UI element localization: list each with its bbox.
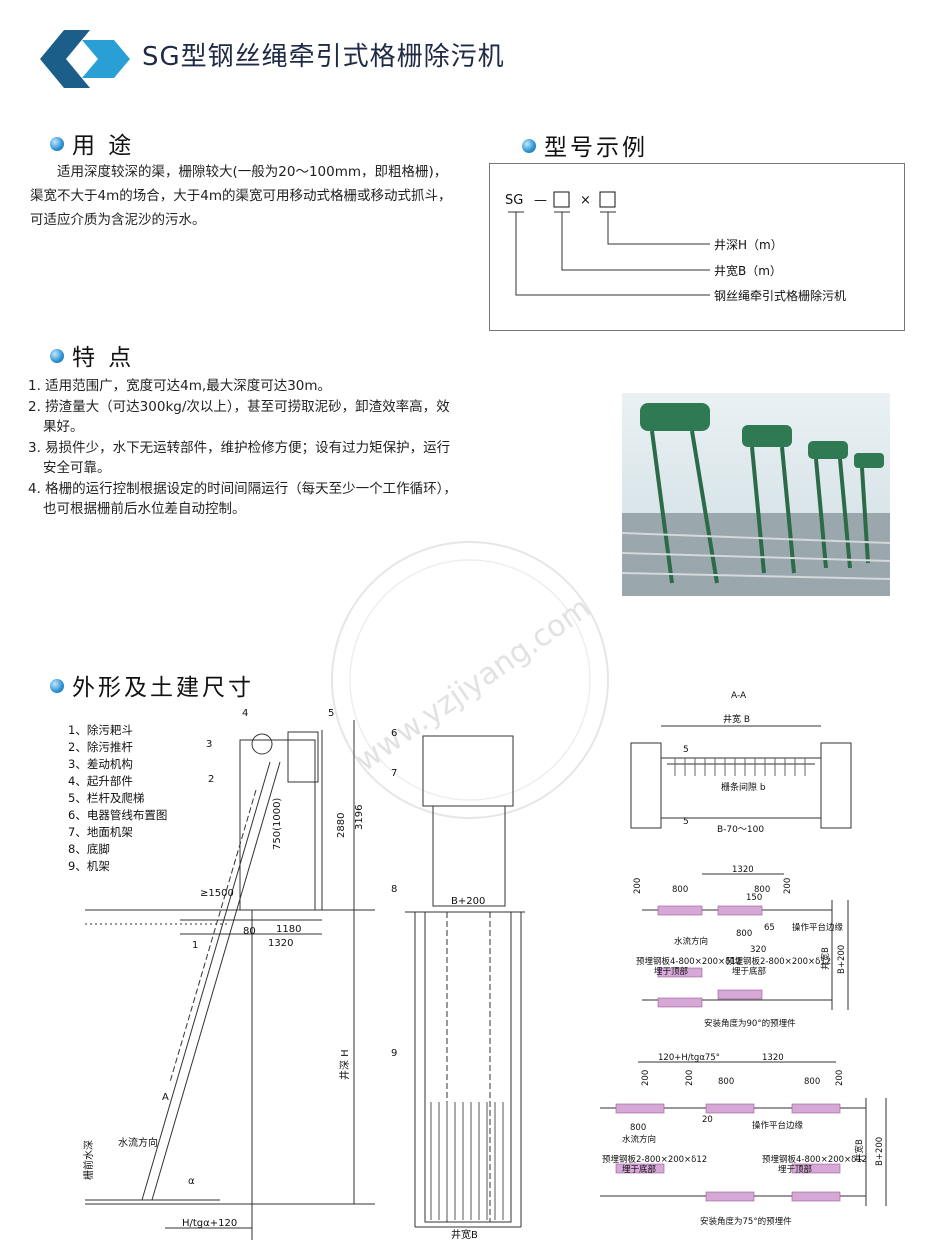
- svg-text:1320: 1320: [268, 938, 293, 949]
- bullet-icon: [50, 348, 64, 363]
- feature-item: 4. 格栅的运行控制根据设定的时间间隔运行（每天至少一个工作循环），也可根据栅前…: [28, 481, 457, 517]
- svg-text:预埋钢板2-800×200×δ12: 预埋钢板2-800×200×δ12: [726, 956, 831, 967]
- svg-text:安装角度为90°的预埋件: 安装角度为90°的预埋件: [704, 1018, 796, 1029]
- svg-text:80: 80: [243, 926, 256, 937]
- label-width: 井宽B（m）: [714, 263, 782, 278]
- svg-text:200: 200: [685, 1070, 695, 1086]
- features-heading: 特 点: [50, 338, 134, 372]
- svg-text:操作平台边缘: 操作平台边缘: [752, 1120, 804, 1131]
- svg-text:B-70～100: B-70～100: [717, 825, 764, 835]
- label-depth: 井深H（m）: [714, 238, 783, 252]
- svg-text:1: 1: [192, 940, 198, 951]
- usage-heading: 用 途: [50, 126, 134, 160]
- features-list: 1. 适用范围广，宽度可达4m,最大深度可达30m。 2. 捞渣量大（可达300…: [28, 376, 462, 520]
- svg-text:6: 6: [391, 728, 397, 739]
- svg-text:1320: 1320: [732, 865, 754, 875]
- svg-text:A: A: [162, 1092, 169, 1103]
- svg-text:埋于底部: 埋于底部: [622, 1164, 657, 1175]
- plan-75-drawing: 120+H/tgα75° 1320 200 200 800 800 200 80…: [600, 1053, 887, 1227]
- svg-text:800: 800: [736, 929, 752, 939]
- svg-text:800: 800: [754, 885, 770, 895]
- svg-text:A-A: A-A: [731, 691, 747, 701]
- svg-text:水流方向: 水流方向: [118, 1136, 158, 1149]
- svg-text:井宽B: 井宽B: [451, 1228, 478, 1241]
- svg-text:800: 800: [804, 1077, 820, 1087]
- svg-text:水流方向: 水流方向: [622, 1134, 656, 1145]
- svg-text:800: 800: [718, 1077, 734, 1087]
- svg-text:200: 200: [633, 878, 643, 894]
- svg-text:2880: 2880: [336, 813, 347, 838]
- svg-text:5: 5: [683, 745, 689, 755]
- product-photo: [622, 393, 890, 596]
- svg-text:5: 5: [683, 817, 689, 827]
- svg-text:20: 20: [702, 1115, 713, 1125]
- svg-text:320: 320: [750, 945, 766, 955]
- svg-text:×: ×: [580, 193, 591, 208]
- feature-item: 2. 捞渣量大（可达300kg/次以上），甚至可捞取泥砂，卸渣效率高，效果好。: [28, 399, 450, 435]
- svg-text:200: 200: [783, 878, 793, 894]
- model-code: SG: [505, 193, 523, 208]
- parts-legend: 1、除污耙斗 2、除污推杆 3、差动机构 4、起升部件 5、栏杆及爬梯 6、电器…: [68, 723, 168, 873]
- dimensions-heading: 外形及土建尺寸: [50, 668, 254, 702]
- svg-text:≥1500: ≥1500: [200, 888, 234, 899]
- bullet-icon: [50, 136, 64, 151]
- bullet-icon: [522, 138, 536, 153]
- front-elevation-drawing: 6 7 8 9 B+200 井宽B: [391, 728, 525, 1241]
- svg-text:埋于顶部: 埋于顶部: [778, 1164, 813, 1175]
- svg-text:栅条间隙 b: 栅条间隙 b: [721, 781, 766, 793]
- svg-text:井深 H: 井深 H: [338, 1049, 351, 1080]
- watermark: www.yzjiyang.com: [331, 541, 609, 819]
- svg-text:4: 4: [242, 708, 248, 719]
- model-example-box: SG — × 井深H（m） 井宽B（m） 钢丝绳牵引式格栅除污机: [489, 163, 905, 331]
- svg-text:埋于顶部: 埋于顶部: [654, 966, 689, 977]
- svg-text:120+H/tgα75°: 120+H/tgα75°: [658, 1053, 720, 1063]
- svg-text:7: 7: [391, 768, 397, 779]
- svg-text:800: 800: [630, 1123, 646, 1133]
- side-elevation-drawing: 1 2 3 4 5 ≥1500 750(1000) 2880 3196 80 1…: [82, 708, 375, 1240]
- svg-text:栅前水深: 栅前水深: [82, 1140, 95, 1180]
- svg-text:—: —: [534, 193, 547, 208]
- page-title: SG型钢丝绳牵引式格栅除污机: [142, 42, 505, 72]
- feature-item: 1. 适用范围广，宽度可达4m,最大深度可达30m。: [28, 378, 332, 394]
- svg-text:65: 65: [764, 923, 775, 933]
- svg-text:5: 5: [328, 708, 334, 719]
- svg-text:B+200: B+200: [451, 896, 485, 907]
- svg-text:200: 200: [835, 1070, 845, 1086]
- logo-icon: [40, 30, 130, 88]
- svg-text:预埋钢板2-800×200×δ12: 预埋钢板2-800×200×δ12: [602, 1154, 707, 1165]
- svg-text:预埋钢板4-800×200×δ12: 预埋钢板4-800×200×δ12: [636, 956, 741, 967]
- svg-text:800: 800: [672, 885, 688, 895]
- svg-text:3: 3: [206, 739, 212, 750]
- svg-text:H/tgα+120: H/tgα+120: [182, 1218, 237, 1229]
- model-heading: 型号示例: [522, 128, 648, 162]
- svg-text:α: α: [188, 1176, 195, 1187]
- svg-text:井宽 B: 井宽 B: [723, 713, 750, 725]
- usage-text: 适用深度较深的渠，栅隙较大(一般为20～100mm，即粗格栅)，渠宽不大于4m的…: [30, 164, 452, 228]
- svg-text:预埋钢板4-800×200×δ12: 预埋钢板4-800×200×δ12: [762, 1154, 867, 1165]
- svg-text:埋于底部: 埋于底部: [732, 966, 767, 977]
- svg-text:150: 150: [746, 893, 762, 903]
- svg-text:B+200: B+200: [875, 1137, 885, 1166]
- svg-text:3196: 3196: [354, 805, 365, 830]
- svg-text:安装角度为75°的预埋件: 安装角度为75°的预埋件: [700, 1216, 792, 1227]
- label-product: 钢丝绳牵引式格栅除污机: [714, 288, 846, 303]
- svg-text:B+200: B+200: [837, 945, 847, 974]
- svg-text:8: 8: [391, 884, 397, 895]
- svg-text:9: 9: [391, 1048, 397, 1059]
- feature-item: 3. 易损件少，水下无运转部件，维护检修方便；设有过力矩保护，运行安全可靠。: [28, 440, 451, 476]
- bullet-icon: [50, 678, 64, 693]
- svg-text:200: 200: [641, 1070, 651, 1086]
- svg-text:750(1000): 750(1000): [272, 798, 283, 850]
- svg-text:水流方向: 水流方向: [674, 936, 708, 947]
- svg-text:操作平台边缘: 操作平台边缘: [792, 922, 844, 933]
- plan-90-drawing: 1320 800 800 150 200 200 800 65 320 操作平台…: [633, 865, 849, 1029]
- svg-text:2: 2: [208, 774, 214, 785]
- svg-text:井宽B: 井宽B: [854, 1139, 865, 1162]
- svg-text:1320: 1320: [762, 1053, 784, 1063]
- svg-text:井宽B: 井宽B: [820, 947, 831, 970]
- section-aa-drawing: A-A 井宽 B 栅条间隙 b B-70～100 5 5: [630, 691, 852, 835]
- svg-text:1180: 1180: [276, 924, 301, 935]
